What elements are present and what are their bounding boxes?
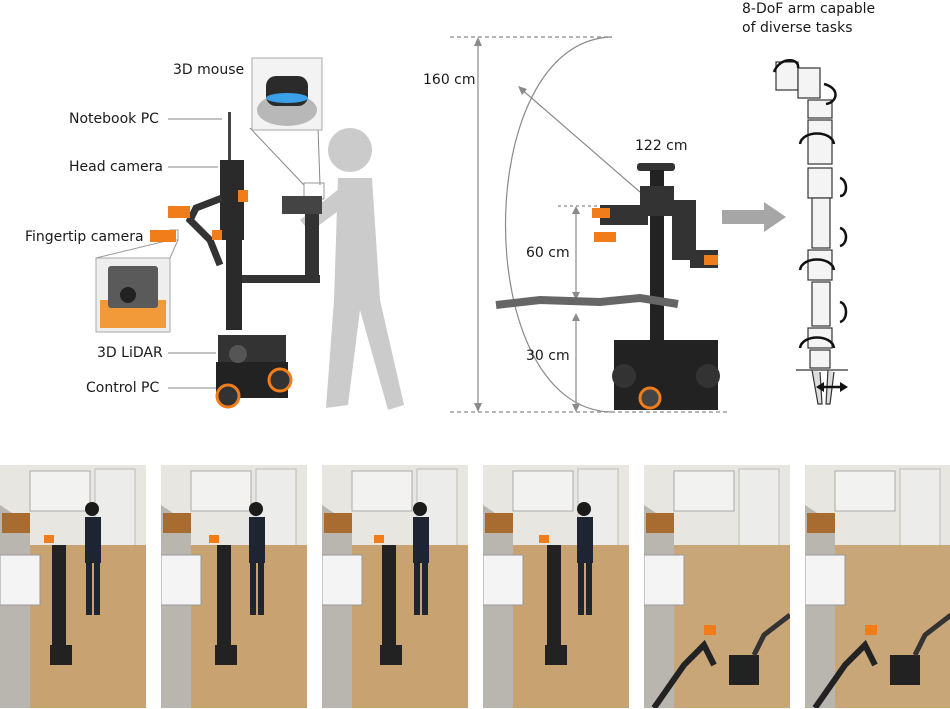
- arm-caption-line2: of diverse tasks: [742, 20, 853, 36]
- dimension-guides: [450, 36, 728, 413]
- scene-photo-5: [644, 465, 790, 708]
- label-control-pc: Control PC: [86, 380, 160, 396]
- joint-rotation-icons: [772, 59, 848, 392]
- label-3d-mouse: 3D mouse: [173, 62, 245, 78]
- leader-lines: [164, 118, 321, 389]
- label-notebook-pc: Notebook PC: [69, 111, 159, 127]
- scene-photo-6: [805, 465, 950, 708]
- scene-photo-1: [0, 465, 146, 708]
- dimension-width: 122 cm: [635, 138, 688, 154]
- fingertip-camera-inset: [95, 229, 179, 333]
- scene-photo-2: [161, 465, 307, 708]
- mouse-inset: [251, 57, 325, 200]
- dimension-base-height: 30 cm: [526, 348, 570, 364]
- label-head-camera: Head camera: [69, 159, 163, 175]
- arrow-icon: [722, 202, 786, 232]
- scene-photo-3: [322, 465, 468, 708]
- robot-body: [150, 112, 322, 409]
- label-3d-lidar: 3D LiDAR: [97, 345, 163, 361]
- dimension-torso-range: 60 cm: [526, 245, 570, 261]
- arm-8dof-diagram: [775, 61, 848, 405]
- scene-photo-4: [483, 465, 629, 708]
- arm-caption: 8-DoF arm capable of diverse tasks: [742, 0, 875, 38]
- robot-diagram: [95, 36, 848, 413]
- arm-caption-line1: 8-DoF arm capable: [742, 1, 876, 17]
- robot-side-view: [495, 163, 720, 410]
- label-fingertip-camera: Fingertip camera: [25, 229, 144, 245]
- dimension-total-height: 160 cm: [423, 72, 476, 88]
